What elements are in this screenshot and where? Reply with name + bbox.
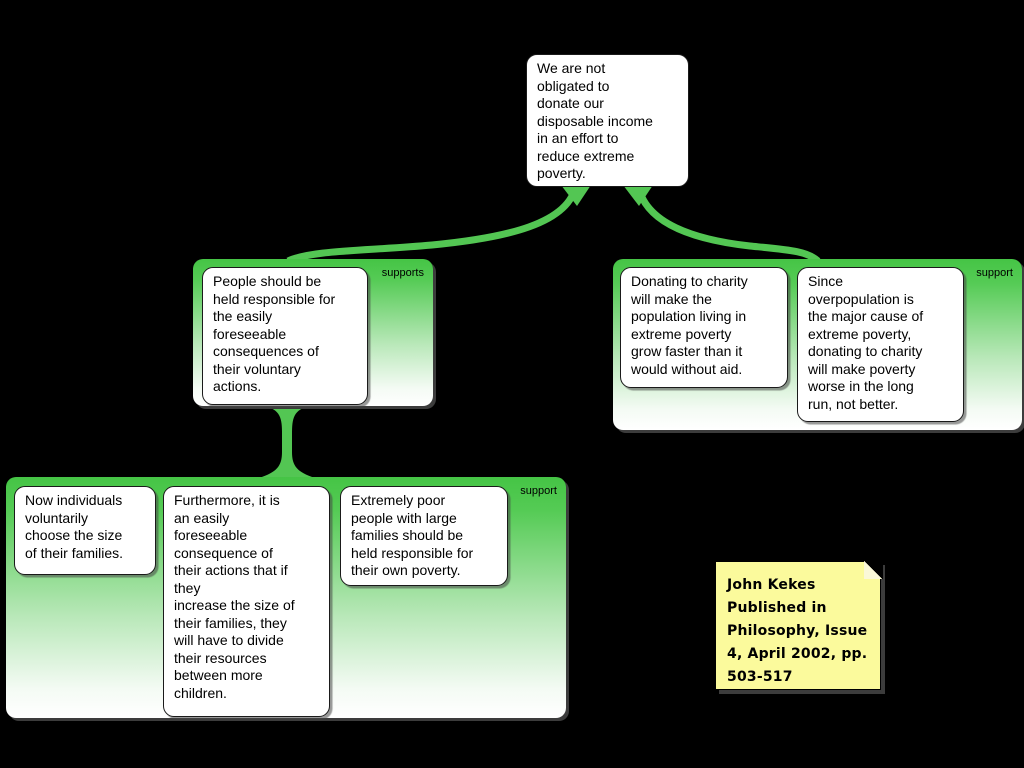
main-claim-box[interactable]: We are not obligated to donate our dispo… (526, 54, 689, 187)
reason-box[interactable]: Since overpopulation is the major cause … (797, 267, 964, 422)
reason-box[interactable]: Extremely poor people with large familie… (340, 486, 508, 586)
support-group-bottom[interactable]: Now individuals voluntarily choose the s… (6, 477, 566, 718)
group-label-support: support (520, 485, 557, 497)
reason-box[interactable]: Donating to charity will make the popula… (620, 267, 788, 388)
sticky-note[interactable]: John Kekes Published in Philosophy, Issu… (715, 561, 881, 690)
support-link-right-curve (634, 183, 821, 264)
support-link-left-curve (286, 183, 580, 265)
reason-box[interactable]: People should be held responsible for th… (202, 267, 368, 405)
group-label-supports: supports (381, 267, 424, 279)
left-stem-flare (561, 185, 591, 206)
support-group-left[interactable]: People should be held responsible for th… (193, 259, 433, 406)
support-group-right[interactable]: Donating to charity will make the popula… (613, 259, 1022, 430)
group-label-support: support (976, 267, 1013, 279)
reason-box[interactable]: Furthermore, it is an easily foreseeable… (163, 486, 330, 717)
support-link-vertical-connector (259, 406, 315, 478)
reason-box[interactable]: Now individuals voluntarily choose the s… (14, 486, 156, 575)
right-stem-flare (623, 185, 653, 206)
